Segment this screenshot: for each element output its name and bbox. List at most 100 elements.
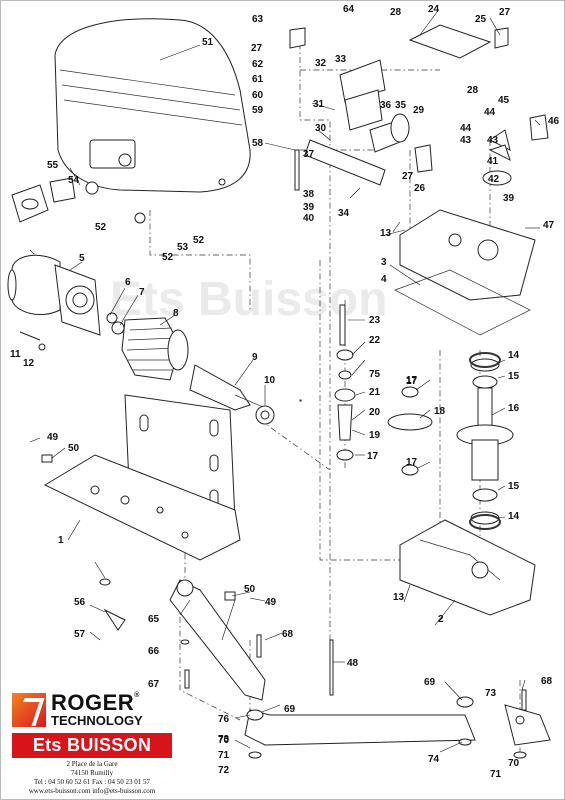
part-label-61: 61	[252, 74, 264, 85]
part-label-15: 15	[508, 371, 520, 382]
part-label-75: 75	[369, 369, 381, 380]
part-label-17: 17	[406, 376, 418, 387]
part-label-52: 52	[193, 235, 205, 246]
part-label-62: 62	[252, 59, 264, 70]
part-label-32: 32	[315, 58, 327, 69]
part-label-29: 29	[413, 105, 425, 116]
part-label-5: 5	[79, 253, 85, 264]
brand-name: ROGER	[51, 690, 135, 715]
part-label-52: 52	[95, 222, 107, 233]
part-fasteners	[99, 578, 527, 759]
part-label-63: 63	[252, 14, 264, 25]
part-label-2: 2	[438, 614, 444, 625]
part-label-20: 20	[369, 407, 381, 418]
part-label-36: 36	[380, 100, 392, 111]
part-limit-switch-assembly	[289, 24, 549, 402]
leader-lines	[29, 11, 541, 753]
part-label-12: 12	[23, 358, 35, 369]
part-cover	[54, 18, 251, 193]
part-label-43: 43	[487, 135, 499, 146]
part-number-labels: 1234567891011121313141415151617171717181…	[10, 4, 560, 780]
part-label-23: 23	[369, 315, 381, 326]
part-label-11: 11	[10, 349, 21, 360]
part-label-6: 6	[125, 277, 131, 288]
dealer-phone-fax: Tel : 04 50 60 52 61 Fax : 04 50 23 01 5…	[34, 778, 150, 786]
part-label-27: 27	[499, 7, 511, 18]
part-label-72: 72	[218, 765, 230, 776]
part-label-19: 19	[369, 430, 381, 441]
part-label-56: 56	[74, 597, 86, 608]
part-base-plate	[41, 394, 241, 561]
part-gearbox-top	[399, 209, 536, 301]
part-label-3: 3	[381, 257, 387, 268]
part-label-45: 45	[498, 95, 510, 106]
part-label-46: 46	[548, 116, 560, 127]
part-label-48: 48	[347, 658, 359, 669]
roger-technology-logo: ROGER® TECHNOLOGY Ets BUISSON 2 Place de…	[12, 692, 172, 796]
part-gears	[334, 304, 514, 525]
part-label-40: 40	[303, 213, 315, 224]
part-label-44: 44	[460, 123, 472, 134]
part-label-74: 74	[428, 754, 440, 765]
dealer-address: 2 Place de la Gare 74150 Rumilly Tel : 0…	[12, 760, 172, 796]
part-label-25: 25	[475, 14, 487, 25]
brand-subtitle: TECHNOLOGY	[51, 713, 143, 728]
part-label-15: 15	[508, 481, 520, 492]
part-label-65: 65	[148, 614, 160, 625]
part-label-66: 66	[148, 646, 160, 657]
part-label-57: 57	[74, 629, 86, 640]
dealer-web-email: www.ets-buisson.com info@ets-buisson.com	[28, 787, 156, 795]
roger-logo-icon	[12, 692, 46, 727]
part-label-50: 50	[244, 584, 256, 595]
part-label-35: 35	[395, 100, 407, 111]
part-gasket	[394, 269, 531, 336]
part-label-76: 76	[218, 714, 230, 725]
part-arms	[103, 579, 551, 746]
part-label-26: 26	[414, 183, 426, 194]
part-label-64: 64	[343, 4, 355, 15]
part-label-27: 27	[251, 43, 263, 54]
part-label-51: 51	[202, 37, 214, 48]
watermark: Ets Buisson	[110, 273, 387, 326]
part-label-50: 50	[68, 443, 80, 454]
part-label-14: 14	[508, 350, 520, 361]
part-label-38: 38	[303, 189, 315, 200]
part-label-47: 47	[543, 220, 555, 231]
dealer-name-banner: Ets BUISSON	[12, 733, 172, 758]
part-label-33: 33	[335, 54, 347, 65]
part-label-1: 1	[58, 535, 64, 546]
brand-mark: ROGER® TECHNOLOGY	[12, 692, 172, 727]
part-label-60: 60	[252, 90, 264, 101]
part-label-73: 73	[218, 734, 230, 745]
part-label-10: 10	[264, 375, 276, 386]
part-label-28: 28	[467, 85, 479, 96]
part-label-8: 8	[173, 308, 179, 319]
part-label-31: 31	[313, 99, 325, 110]
part-label-39: 39	[503, 193, 515, 204]
part-label-28: 28	[390, 7, 402, 18]
part-label-49: 49	[47, 432, 59, 443]
dealer-city: 74150 Rumilly	[70, 769, 114, 777]
part-label-52: 52	[162, 252, 174, 263]
part-label-34: 34	[338, 208, 350, 219]
part-label-17: 17	[367, 451, 379, 462]
part-label-59: 59	[252, 105, 264, 116]
part-label-53: 53	[177, 242, 189, 253]
dealer-street: 2 Place de la Gare	[66, 760, 118, 768]
part-label-7: 7	[139, 287, 145, 298]
part-label-41: 41	[487, 156, 499, 167]
part-label-71: 71	[490, 769, 502, 780]
part-label-58: 58	[252, 138, 264, 149]
part-label-68: 68	[282, 629, 294, 640]
part-motor	[7, 254, 275, 425]
part-end-caps	[11, 177, 146, 224]
part-label-42: 42	[488, 174, 500, 185]
part-label-30: 30	[315, 123, 327, 134]
part-label-69: 69	[424, 677, 436, 688]
part-label-70: 70	[218, 735, 230, 746]
registered-mark: ®	[134, 692, 140, 699]
part-label-21: 21	[369, 387, 381, 398]
part-label-68: 68	[541, 676, 553, 687]
part-label-67: 67	[148, 679, 160, 690]
part-label-18: 18	[434, 406, 446, 417]
